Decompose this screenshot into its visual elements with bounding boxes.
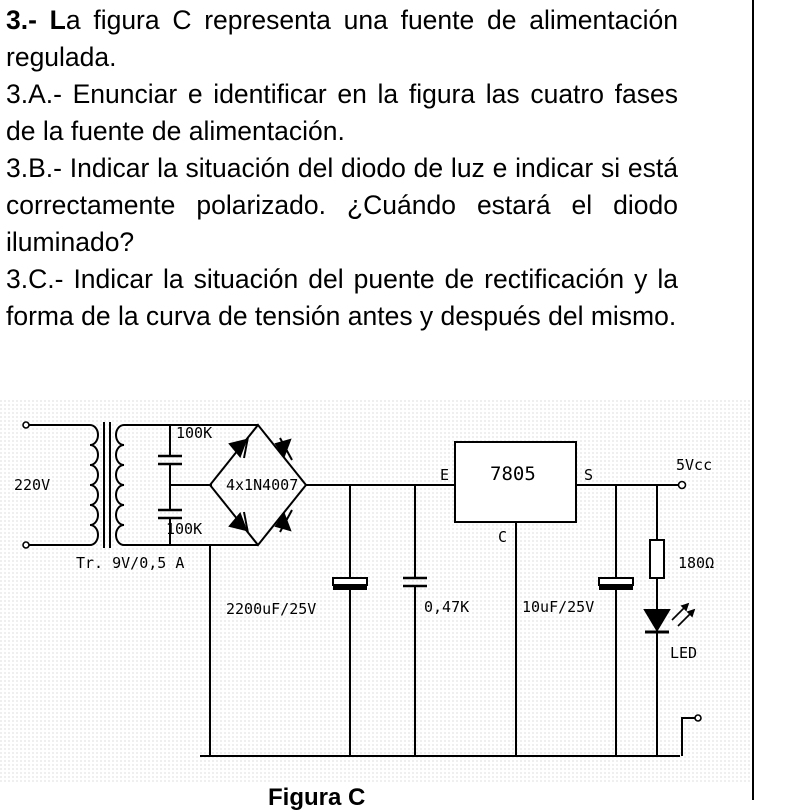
exercise-number: 3.- [6, 5, 37, 35]
exercise-intro: 3.- La figura C representa una fuente de… [6, 2, 678, 76]
led-label: LED [670, 644, 697, 662]
question-a: 3.A.- Enunciar e identificar en la figur… [6, 79, 678, 146]
electrolytic-capacitors [332, 577, 634, 590]
transformer [89, 422, 125, 548]
c1-label: 2200uF/25V [226, 600, 316, 618]
pin-out-label: S [584, 466, 593, 484]
output-voltage-label: 5Vcc [676, 456, 712, 474]
cap-bottom-label: 100K [166, 520, 202, 538]
circuit-diagram: 220V Tr. 9V/0,5 A 100K 100K 4x1N4007 780… [0, 400, 752, 784]
ceramic-capacitor [403, 576, 427, 588]
regulator-label: 7805 [490, 463, 536, 485]
c2-label: 0,47K [424, 598, 469, 616]
bridge-label: 4x1N4007 [226, 476, 298, 494]
cap-top-label: 100K [176, 424, 212, 442]
intro-text: a figura C representa una fuente de alim… [6, 5, 678, 72]
page-border-line [752, 0, 754, 800]
resistor-label: 180Ω [678, 554, 714, 572]
grid-background [0, 400, 752, 784]
figure-caption: Figura C [268, 784, 366, 811]
resistor [649, 539, 665, 579]
question-c: 3.C.- Indicar la situación del puente de… [6, 264, 678, 331]
intro-first-letter: L [49, 5, 66, 35]
c3-label: 10uF/25V [522, 598, 594, 616]
led-symbol [643, 602, 696, 634]
regulator-7805 [454, 441, 577, 523]
wires [26, 424, 698, 757]
input-voltage-label: 220V [14, 476, 50, 494]
pin-gnd-label: C [498, 528, 507, 546]
transformer-label: Tr. 9V/0,5 A [76, 554, 184, 572]
secondary-capacitors [158, 454, 182, 520]
bridge-rectifier [208, 423, 308, 547]
pin-in-label: E [440, 466, 449, 484]
terminals [22, 421, 702, 722]
question-b: 3.B.- Indicar la situación del diodo de … [6, 153, 678, 257]
exercise-text: 3.- La figura C representa una fuente de… [6, 2, 678, 335]
